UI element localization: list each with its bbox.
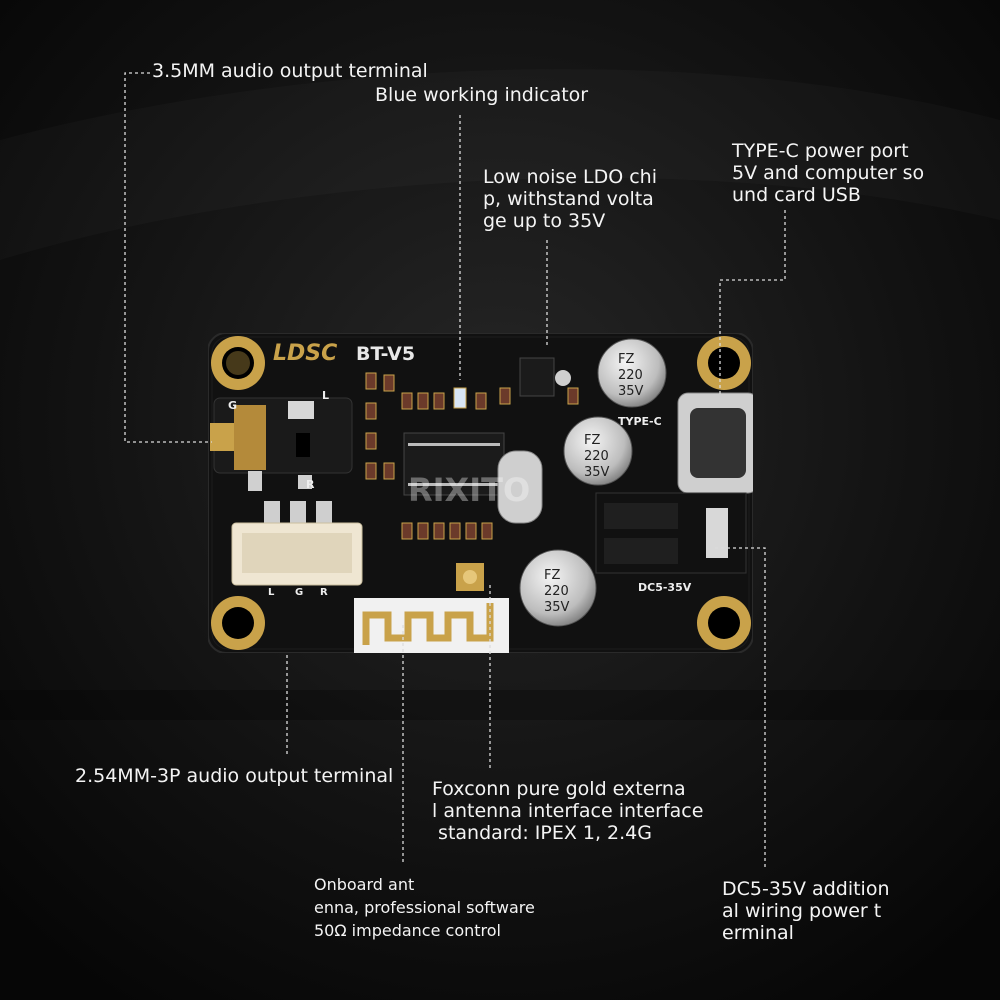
bluetooth-audio-board: LDSC BT-V5 G L R L G R bbox=[208, 333, 753, 653]
label-ipex: Foxconn pure gold externa l antenna inte… bbox=[432, 778, 704, 844]
smd-components bbox=[365, 372, 579, 540]
ldo-chip bbox=[519, 357, 555, 397]
label-blue-indicator: Blue working indicator bbox=[375, 84, 589, 106]
pin-label-l: L bbox=[322, 389, 329, 402]
silkscreen-dc: DC5-35V bbox=[638, 581, 692, 594]
board-brand: LDSC bbox=[273, 341, 337, 366]
watermark: RIXITO bbox=[408, 471, 530, 509]
audio-jack-35mm bbox=[210, 397, 353, 491]
label-35mm-audio: 3.5MM audio output terminal bbox=[152, 60, 428, 82]
jst-3p-connector bbox=[231, 501, 363, 586]
jst-label-l: L bbox=[268, 587, 275, 598]
pcb-antenna bbox=[354, 598, 509, 653]
label-ldo-chip: Low noise LDO chi p, withstand volta ge … bbox=[483, 166, 658, 232]
dc-screw-terminal bbox=[595, 492, 747, 574]
crystal-oscillator bbox=[497, 450, 543, 524]
svg-text:35V: 35V bbox=[618, 384, 644, 399]
ipex-connector bbox=[456, 563, 484, 591]
label-jst-254: 2.54MM-3P audio output terminal bbox=[75, 765, 394, 787]
main-ic-chip bbox=[403, 432, 505, 496]
label-dc-terminal: DC5-35V addition al wiring power t ermin… bbox=[722, 878, 890, 944]
capacitor-1: FZ 220 35V bbox=[597, 338, 667, 408]
svg-text:35V: 35V bbox=[544, 600, 570, 615]
svg-text:FZ: FZ bbox=[584, 433, 600, 448]
capacitor-2: FZ 220 35V bbox=[563, 416, 633, 486]
pin-label-g: G bbox=[228, 399, 237, 412]
svg-text:35V: 35V bbox=[584, 465, 610, 480]
mounting-hole-tr bbox=[697, 336, 751, 390]
svg-text:FZ: FZ bbox=[618, 352, 634, 367]
mounting-hole-tl bbox=[211, 336, 265, 390]
mounting-hole-br bbox=[697, 596, 751, 650]
jst-label-r: R bbox=[320, 587, 328, 598]
svg-text:FZ: FZ bbox=[544, 568, 560, 583]
blue-led bbox=[453, 387, 467, 409]
jst-label-g: G bbox=[295, 587, 303, 598]
mounting-hole-bl bbox=[211, 596, 265, 650]
svg-text:220: 220 bbox=[584, 449, 609, 464]
pin-label-r: R bbox=[306, 478, 315, 491]
board-model: BT-V5 bbox=[356, 343, 415, 365]
svg-text:220: 220 bbox=[618, 368, 643, 383]
svg-text:220: 220 bbox=[544, 584, 569, 599]
type-c-port bbox=[677, 392, 753, 494]
label-onboard-antenna: Onboard ant enna, professional software … bbox=[314, 875, 535, 940]
silkscreen-type-c: TYPE-C bbox=[618, 415, 662, 428]
capacitor-3: FZ 220 35V bbox=[519, 549, 597, 627]
label-type-c-port: TYPE-C power port 5V and computer so und… bbox=[732, 140, 925, 206]
